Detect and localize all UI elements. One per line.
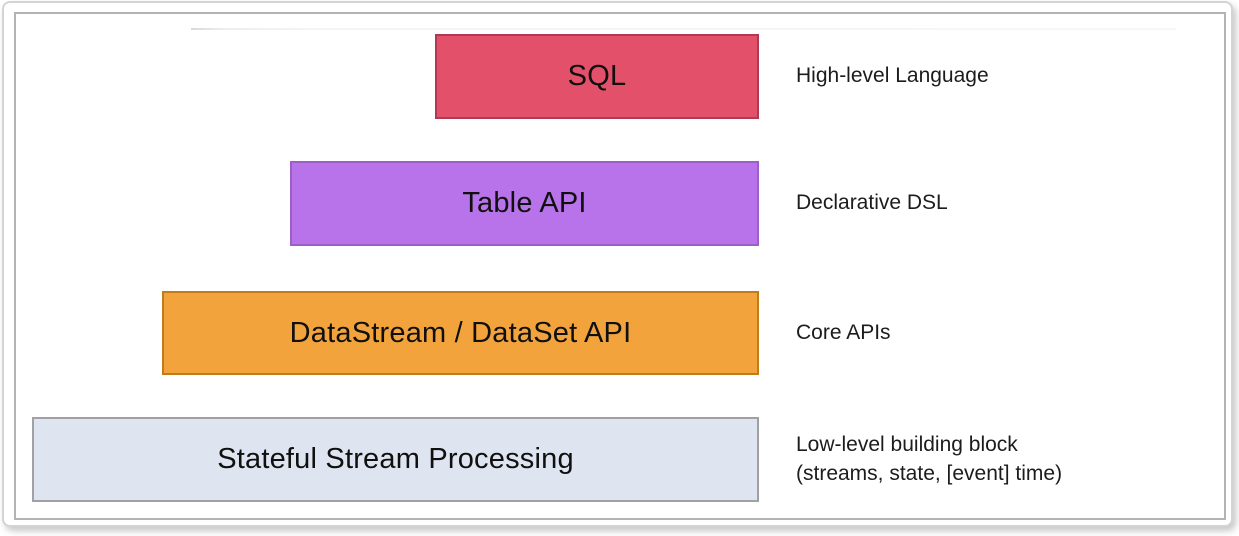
layer-box-table-api-label: Table API bbox=[462, 187, 587, 219]
layer-box-stateful-stream-processing-label: Stateful Stream Processing bbox=[217, 443, 574, 475]
layer-description-table-api: Declarative DSL bbox=[796, 191, 948, 215]
decorative-line bbox=[191, 28, 1176, 30]
layer-box-stateful-stream-processing: Stateful Stream Processing bbox=[32, 417, 759, 502]
layer-description-core-apis: Core APIs bbox=[796, 320, 891, 344]
layer-description-low-level: Low-level building block (streams, state… bbox=[796, 432, 1063, 485]
layer-description-sql: High-level Language bbox=[796, 64, 989, 88]
layer-box-datastream-dataset-api: DataStream / DataSet API bbox=[162, 291, 759, 375]
layer-box-sql: SQL bbox=[435, 34, 759, 119]
slide-card: SQL High-level Language Table API Declar… bbox=[2, 1, 1233, 527]
layer-box-sql-label: SQL bbox=[567, 60, 627, 92]
layer-box-table-api: Table API bbox=[290, 161, 759, 246]
layer-box-datastream-dataset-api-label: DataStream / DataSet API bbox=[289, 316, 632, 349]
